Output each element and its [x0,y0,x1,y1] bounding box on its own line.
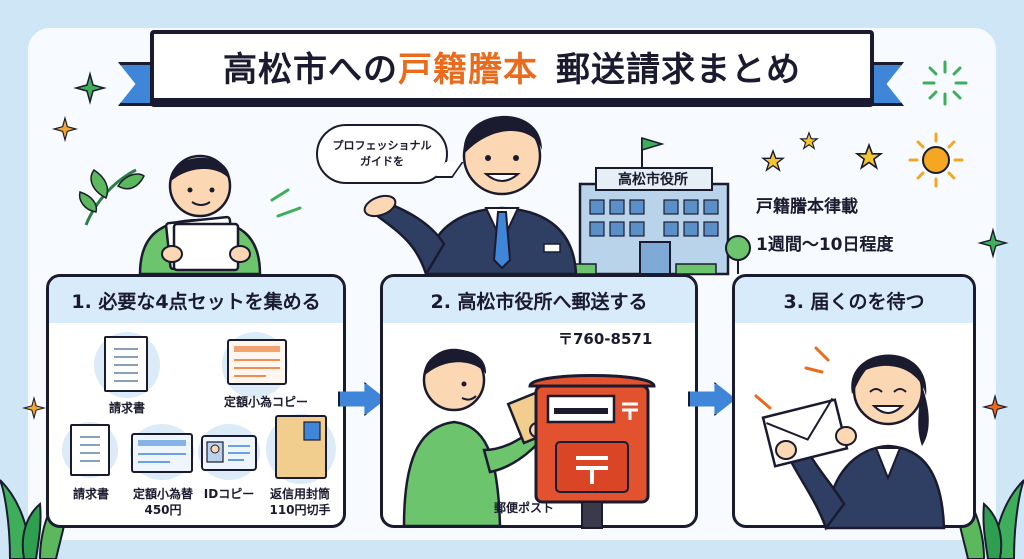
building-sign: 高松市役所 [618,172,688,188]
sparkle-lines-icon [270,188,302,218]
sparkle-icon [73,71,107,105]
title-part-2: 郵送請求まとめ [556,49,801,90]
item-label-main: 定額小為替 [132,487,193,501]
postal-code: 〒760-8571 [558,330,653,348]
red-mailbox-illustration [528,374,656,529]
item-label: 請求書 [108,401,145,415]
sparkle-icon [981,393,1009,421]
sun-icon [908,132,964,188]
star-icon [799,131,819,150]
processing-note: 戸籍謄本律載 1週間〜10日程度 [756,188,924,264]
item-label: 定額小為コピー [223,395,308,409]
sparkle-icon [21,395,47,421]
item-label: 返信用封筒 110円切手 [256,486,344,518]
request-form-icon [104,336,148,392]
mailbox-label: 郵便ポスト [493,501,554,515]
star-icon [760,148,786,172]
sparkle-icon [977,227,1009,259]
star-icon [854,142,884,170]
title-accent: 戸籍謄本 [398,49,538,90]
note-line-1: 戸籍謄本律載 [756,197,858,217]
step-2-title: 2. 高松市役所へ郵送する [383,277,695,323]
item-label-main: 返信用封筒 [269,487,330,501]
speech-bubble: プロフェッショナル ガイドを [316,124,448,184]
item-label: 定額小為替 450円 [118,486,208,518]
item-label: IDコピー [203,487,255,501]
item-label: 請求書 [72,487,109,501]
guide-businessman-illustration [363,115,578,278]
title-part-1: 高松市への [223,49,398,90]
bubble-line-2: ガイドを [360,155,404,168]
item-label-sub: 450円 [144,503,182,517]
return-envelope-icon [275,415,327,479]
sparkle-icon [51,115,79,143]
request-form-icon [70,424,110,476]
boy-with-documents-illustration [138,154,262,276]
page-title: 高松市への戸籍謄本郵送請求まとめ [150,30,874,102]
item-label-sub: 110円切手 [269,503,331,517]
money-order-icon [131,433,193,473]
leaf-icon [78,168,145,226]
money-order-copy-icon [227,339,287,385]
step-3-title: 3. 届くのを待つ [735,277,973,323]
note-line-2: 1週間〜10日程度 [756,235,894,255]
step-1-title: 1. 必要な4点セットを集める [49,277,343,323]
city-hall-building-illustration [565,136,751,276]
id-card-icon [201,435,257,471]
bubble-line-1: プロフェッショナル [332,139,432,152]
woman-receiving-letter-illustration [754,346,946,531]
burst-icon [922,60,968,106]
